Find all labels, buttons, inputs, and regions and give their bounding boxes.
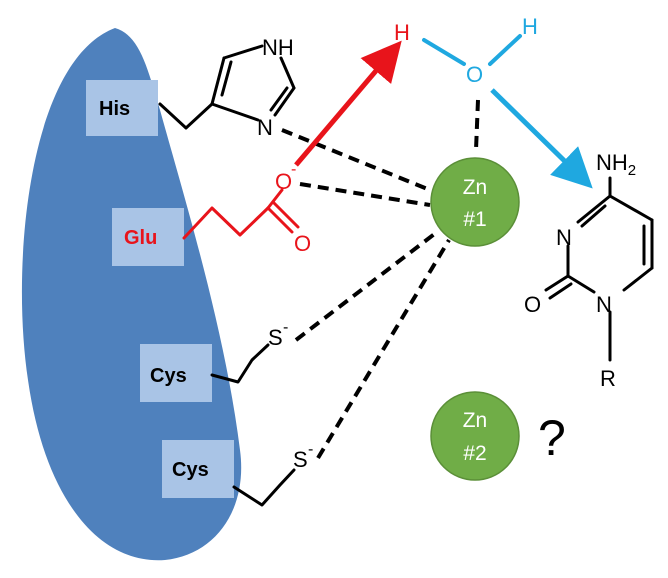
cytosine-nh2-text: NH [596,150,628,175]
glu-label-box [112,208,184,266]
his-label-box [86,80,158,136]
his-label: His [99,98,130,120]
zinc2-symbol: Zn [463,409,488,432]
zinc2-number: #2 [463,442,486,465]
cytosine-nh2: NH2 [596,150,636,179]
cysteine2-s: S [293,447,308,472]
zinc2-ion [430,391,520,481]
glutamate-o-minus: O [275,169,292,194]
water-h-left: H [394,20,410,45]
cytosine-n3: N [556,225,572,250]
cytosine-ring [544,176,654,362]
zinc1-ion [430,157,520,247]
cytosine-n1: N [596,292,612,317]
imidazole-n: N [257,115,273,140]
water-o: O [466,62,483,87]
cys1-zn-bond [294,230,439,342]
glutamate-side-chain [182,188,300,240]
water-attack-arrow [490,88,593,189]
cys2-label-box [162,440,234,498]
coordination-bonds [281,99,480,460]
cys1-label: Cys [150,365,187,387]
water-h-right: H [522,14,538,39]
histidine-side-chain [158,44,296,130]
glu-zn-bond [299,182,431,207]
unknown-zinc-question-mark: ? [538,410,566,466]
cys1-label-box [140,344,212,402]
cysteine1-s-charge: - [283,319,288,336]
cysteine1-s: S [268,325,283,350]
cys2-zn-bond [316,238,451,460]
cytosine-o2: O [524,292,541,317]
zinc1-number: #1 [463,208,486,231]
protein-surface [21,28,242,561]
water-zn-bond [474,99,480,151]
water-bonds [422,34,522,66]
glu-label: Glu [124,227,157,249]
imidazole-nh: NH [262,35,294,60]
glutamate-o: O [294,231,311,256]
glutamate-o-charge: - [291,161,296,178]
cysteine2-s-charge: - [308,441,313,458]
cytosine-r: R [600,366,616,391]
glu-proton-arrow [294,40,402,167]
cys2-label: Cys [172,459,209,481]
cysteine1-side-chain [210,343,270,384]
his-zn-bond [281,128,431,192]
cytosine-nh2-subscript: 2 [628,162,636,179]
cysteine2-side-chain [232,468,296,507]
zinc1-symbol: Zn [463,176,488,199]
